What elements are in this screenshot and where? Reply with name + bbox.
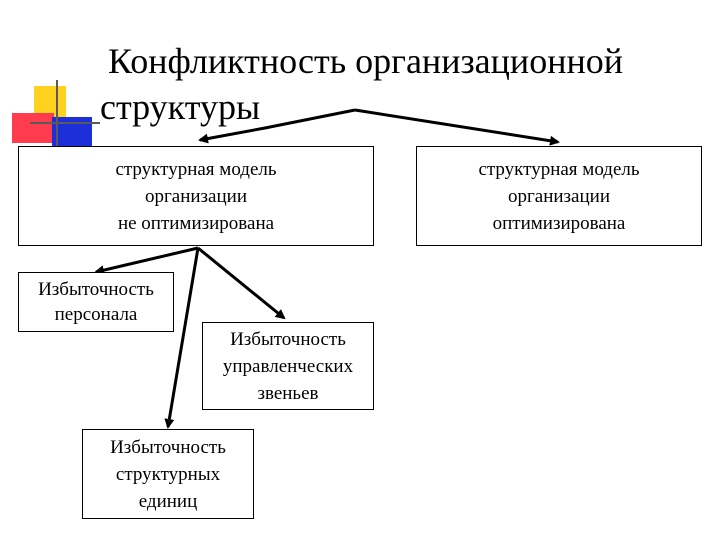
decor-horizontal-line <box>30 122 100 124</box>
box-line: организации <box>144 185 247 207</box>
box-line: организации <box>507 185 610 207</box>
box-line: единиц <box>138 490 198 512</box>
box-line: структурных <box>115 463 221 485</box>
box-line: структурная модель <box>478 158 640 180</box>
box-line: управленческих <box>222 355 354 377</box>
box-excess-staff: Избыточность персонала <box>18 272 174 332</box>
arrow-to-excess-management <box>197 246 286 320</box>
box-line: Избыточность <box>38 279 154 300</box>
box-model-not-optimized: структурная модель организации не оптими… <box>18 146 374 246</box>
box-line: Избыточность <box>230 328 346 350</box>
title-line-1: Конфликтность организационной <box>108 41 623 81</box>
title-line-2: структуры <box>100 87 261 127</box>
box-line: не оптимизирована <box>117 212 275 234</box>
slide-title: Конфликтность организационной структуры <box>100 38 700 130</box>
box-line: оптимизирована <box>492 212 626 234</box>
box-model-optimized: структурная модель организации оптимизир… <box>416 146 702 246</box>
box-line: Избыточность <box>110 436 226 458</box>
box-excess-management: Избыточность управленческих звеньев <box>202 322 374 410</box>
box-line: структурная модель <box>115 158 277 180</box>
decor-vertical-line <box>56 80 58 160</box>
arrow-to-excess-staff <box>94 246 199 276</box>
decor-red-square <box>12 113 54 143</box>
box-line: персонала <box>54 304 138 325</box>
box-line: звеньев <box>257 382 319 404</box>
box-excess-units: Избыточность структурных единиц <box>82 429 254 519</box>
